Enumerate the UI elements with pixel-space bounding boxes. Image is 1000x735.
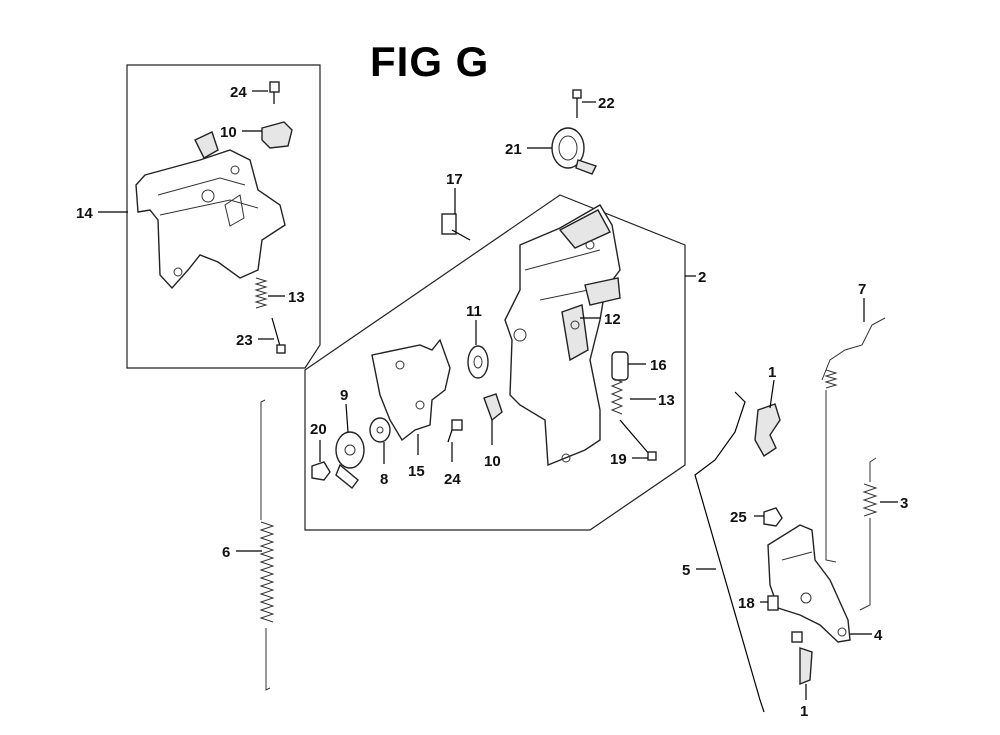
washer-11-part (467, 345, 489, 379)
lever-plate-4-part (767, 524, 851, 643)
callout-1-top: 1 (768, 364, 776, 381)
nut-20-part (311, 461, 331, 481)
spring-6-part (259, 399, 275, 691)
leader-lines (98, 90, 898, 700)
bolt-24-top-part (269, 81, 280, 104)
clip-10-centre-part (483, 393, 503, 422)
lever-9-part (335, 431, 365, 490)
callout-24-top: 24 (230, 84, 247, 101)
bolt-22-part (572, 89, 582, 118)
clip-1-top-part (754, 403, 781, 458)
bracket-14-part (135, 131, 286, 290)
bolt-17-part (441, 213, 471, 241)
callout-21: 21 (505, 141, 522, 158)
plate-15-part (371, 338, 451, 442)
callout-19: 19 (610, 451, 627, 468)
callout-5: 5 (682, 562, 690, 579)
lever-12-part (561, 304, 589, 362)
callout-2: 2 (698, 269, 706, 286)
callout-10-top: 10 (220, 124, 237, 141)
group-frame-2 (304, 194, 686, 531)
callout-17: 17 (446, 171, 463, 188)
spring-13-left-part (254, 277, 268, 309)
clip-1-bottom-part (791, 631, 813, 686)
callout-3: 3 (900, 495, 908, 512)
bolt-23-part (271, 317, 286, 354)
callout-25: 25 (730, 509, 747, 526)
callout-20: 20 (310, 421, 327, 438)
plate-8-part (369, 417, 391, 443)
figure-title: FIG G (370, 38, 490, 85)
callout-6: 6 (222, 544, 230, 561)
rod-5-part (694, 391, 765, 713)
bolt-24-centre-part (447, 419, 463, 443)
callout-16: 16 (650, 357, 667, 374)
clip-10-top-part (261, 121, 293, 149)
group-frame-14 (126, 64, 321, 369)
rod-19-part (619, 419, 657, 461)
bolt-18-part (767, 595, 779, 611)
nut-25-part (763, 507, 783, 527)
callout-23: 23 (236, 332, 253, 349)
callout-7: 7 (858, 281, 866, 298)
clamp-21-part (551, 127, 597, 175)
callout-22: 22 (598, 95, 615, 112)
callout-24-centre: 24 (444, 471, 461, 488)
callout-18: 18 (738, 595, 755, 612)
callout-12: 12 (604, 311, 621, 328)
callout-9: 9 (340, 387, 348, 404)
spring-7-part (821, 317, 886, 563)
callout-14: 14 (76, 205, 93, 222)
callout-13-centre: 13 (658, 392, 675, 409)
callout-8: 8 (380, 471, 388, 488)
callout-1-bottom: 1 (800, 703, 808, 720)
callout-11: 11 (466, 303, 482, 320)
spring-13-centre-part (610, 377, 624, 415)
callout-10-centre: 10 (484, 453, 501, 470)
spring-3-part (859, 457, 878, 611)
collar-16-part (611, 351, 629, 381)
callout-4: 4 (874, 627, 883, 644)
control-base-2-part (504, 204, 621, 467)
callout-15: 15 (408, 463, 425, 480)
callout-13-left: 13 (288, 289, 305, 306)
